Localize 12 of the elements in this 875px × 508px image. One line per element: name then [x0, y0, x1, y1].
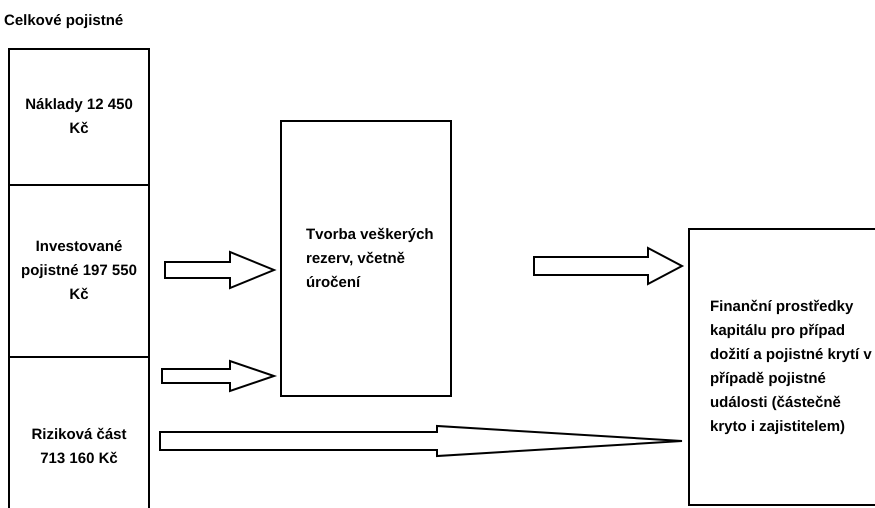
- block-arrow: [159, 424, 683, 458]
- column-heading: Celkové pojistné: [4, 12, 124, 29]
- box-text: Tvorba veškerých rezerv, včetně úročení: [306, 224, 435, 292]
- section-text: Investované pojistné 197 550 Kč: [20, 237, 138, 305]
- section-text: Náklady 12 450 Kč: [24, 95, 134, 139]
- section-text: Riziková část 713 160 Kč: [30, 425, 128, 469]
- block-arrow: [533, 246, 684, 286]
- process-box: [688, 228, 875, 506]
- block-arrow: [161, 360, 278, 392]
- block-arrow: [164, 250, 277, 290]
- process-box: [280, 120, 452, 397]
- box-text: Finanční prostředky kapitálu pro případ dožití a pojistné krytí v případě pojistné události (částečně kryto i zajistitelem): [710, 297, 873, 437]
